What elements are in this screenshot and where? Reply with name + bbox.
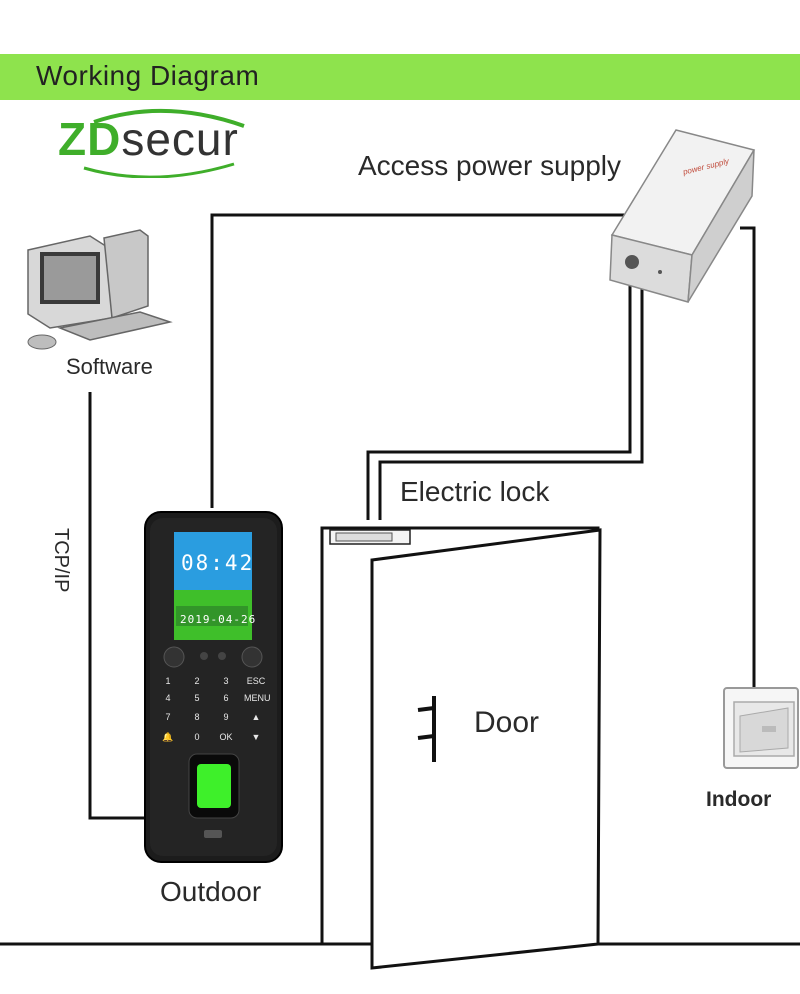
exit-button bbox=[723, 687, 799, 769]
key-8[interactable]: 8 bbox=[194, 712, 200, 722]
logo-secur: secur bbox=[121, 113, 239, 165]
lock-wire-a bbox=[366, 280, 632, 520]
key-9[interactable]: 9 bbox=[223, 712, 229, 722]
key-3[interactable]: 3 bbox=[223, 676, 229, 686]
power-supply-box bbox=[609, 129, 756, 303]
label-access-power-supply: Access power supply bbox=[358, 150, 622, 181]
key-up[interactable]: ▲ bbox=[251, 712, 261, 722]
label-indoor: Indoor bbox=[706, 788, 772, 811]
label-door: Door bbox=[474, 706, 540, 739]
label-electric-lock: Electric lock bbox=[400, 476, 550, 507]
doorbell-icon[interactable]: 🔔 bbox=[162, 732, 174, 742]
door-panel bbox=[370, 528, 602, 970]
key-0[interactable]: 0 bbox=[194, 732, 200, 742]
computer-icon bbox=[27, 229, 173, 350]
logo-swoosh-icon bbox=[83, 108, 245, 178]
key-5[interactable]: 5 bbox=[194, 693, 200, 703]
title-banner: Working Diagram bbox=[0, 54, 800, 100]
label-software: Software bbox=[66, 354, 153, 379]
device-clock: 08:42 bbox=[181, 551, 255, 575]
key-esc[interactable]: ESC bbox=[246, 676, 266, 686]
key-6[interactable]: 6 bbox=[223, 693, 229, 703]
lock-wire-b bbox=[378, 280, 644, 520]
device-date: 2019-04-26 bbox=[180, 613, 257, 626]
key-1[interactable]: 1 bbox=[165, 676, 171, 686]
label-tcpip: TCP/IP bbox=[50, 528, 72, 593]
key-menu[interactable]: MENU bbox=[244, 693, 271, 703]
device-power-wire bbox=[210, 213, 630, 508]
access-control-terminal bbox=[144, 511, 283, 863]
logo-wordmark: ZDsecur bbox=[58, 112, 239, 166]
tcpip-wire bbox=[88, 392, 145, 820]
zdsecur-logo: ZDsecur bbox=[54, 104, 268, 178]
power-indoor-wire bbox=[740, 226, 756, 690]
key-4[interactable]: 4 bbox=[165, 693, 171, 703]
banner-title: Working Diagram bbox=[36, 60, 260, 91]
key-7[interactable]: 7 bbox=[165, 712, 171, 722]
key-2[interactable]: 2 bbox=[194, 676, 200, 686]
key-ok[interactable]: OK bbox=[219, 732, 233, 742]
label-outdoor: Outdoor bbox=[160, 876, 262, 907]
logo-zd: ZD bbox=[58, 113, 122, 165]
key-down[interactable]: ▼ bbox=[251, 732, 261, 742]
